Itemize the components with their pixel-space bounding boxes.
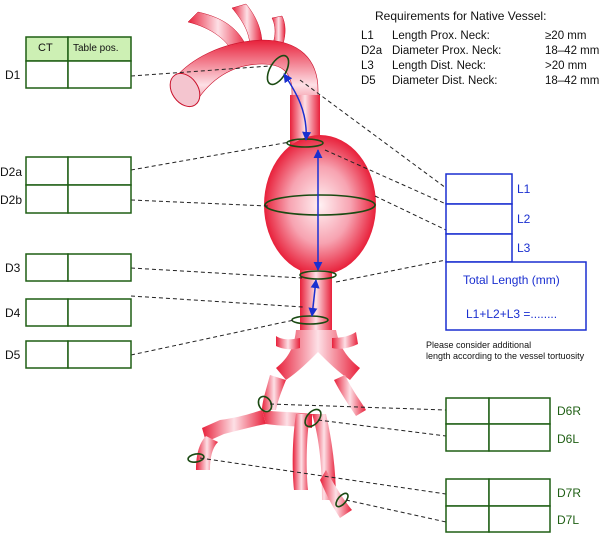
req-label-l3: Length Dist. Neck: bbox=[392, 60, 486, 72]
req-code-l3: L3 bbox=[361, 60, 374, 72]
iliac-label-d7l: D7L bbox=[557, 513, 580, 527]
d1-pos-cell bbox=[67, 60, 132, 89]
tortuosity-note-line1: Please consider additional bbox=[426, 340, 532, 350]
l2-cell bbox=[445, 203, 513, 235]
tortuosity-note-line2: length according to the vessel tortuosit… bbox=[426, 351, 585, 361]
total-length-box bbox=[445, 261, 587, 331]
d2a-pos-cell bbox=[67, 156, 132, 186]
d6l-pos-cell bbox=[488, 423, 551, 452]
req-code-d5: D5 bbox=[361, 75, 376, 87]
panel-label-l2: L2 bbox=[517, 212, 531, 226]
d6r-ct-cell bbox=[445, 397, 490, 425]
d3-pos-cell bbox=[67, 253, 132, 282]
d2a-ct-cell bbox=[25, 156, 69, 186]
total-length-formula: L1+L2+L3 =........ bbox=[466, 307, 558, 321]
ring-d6l bbox=[304, 408, 322, 428]
d7r-pos-cell bbox=[488, 478, 551, 507]
panel-label-l1: L1 bbox=[517, 182, 531, 196]
req-code-d2a: D2a bbox=[361, 45, 383, 57]
d2b-ct-cell bbox=[25, 184, 69, 214]
row-label-d2b: D2b bbox=[0, 193, 23, 207]
ring-d7l bbox=[335, 492, 349, 508]
d4-pos-cell bbox=[67, 298, 132, 327]
table-pos-header: Table pos. bbox=[73, 43, 119, 54]
d6r-pos-cell bbox=[488, 397, 551, 425]
ring-d6r bbox=[257, 395, 273, 413]
d7l-pos-cell bbox=[488, 505, 551, 533]
row-label-d5: D5 bbox=[5, 348, 21, 362]
req-value-l1: ≥20 mm bbox=[545, 30, 587, 42]
req-code-l1: L1 bbox=[361, 30, 374, 42]
row-label-d3: D3 bbox=[5, 261, 21, 275]
row-label-d4: D4 bbox=[5, 306, 21, 320]
d5-pos-cell bbox=[67, 340, 132, 369]
d5-ct-cell bbox=[25, 340, 69, 369]
total-length-title: Total Length (mm) bbox=[463, 273, 560, 287]
l3-cell bbox=[445, 233, 513, 263]
leader-lines bbox=[130, 65, 447, 523]
d3-ct-cell bbox=[25, 253, 69, 282]
d4-ct-cell bbox=[25, 298, 69, 327]
d6l-ct-cell bbox=[445, 423, 490, 452]
ct-header-cell bbox=[25, 36, 69, 62]
iliac-label-d7r: D7R bbox=[557, 486, 582, 500]
iliac-label-d6r: D6R bbox=[557, 404, 582, 418]
requirements-title: Requirements for Native Vessel: bbox=[375, 9, 547, 23]
measurement-rings bbox=[187, 54, 376, 508]
panel-label-l3: L3 bbox=[517, 241, 531, 255]
req-value-l3: >20 mm bbox=[545, 60, 587, 72]
row-label-d2a: D2a bbox=[0, 165, 23, 179]
l1-cell bbox=[445, 173, 513, 205]
table-pos-header-cell bbox=[67, 36, 132, 62]
left-measurement-table bbox=[25, 36, 132, 369]
req-value-d2a: 18–42 mm bbox=[545, 45, 600, 57]
iliac-label-d6l: D6L bbox=[557, 432, 580, 446]
req-label-d2a: Diameter Prox. Neck: bbox=[392, 45, 502, 57]
iliac-tables bbox=[445, 397, 551, 533]
d7l-ct-cell bbox=[445, 505, 490, 533]
req-value-d5: 18–42 mm bbox=[545, 75, 600, 87]
ct-header: CT bbox=[38, 42, 53, 54]
aorta-illustration bbox=[169, 3, 376, 518]
req-label-d5: Diameter Dist. Neck: bbox=[392, 75, 498, 87]
req-label-l1: Length Prox. Neck: bbox=[392, 30, 490, 42]
length-arrows bbox=[283, 73, 323, 317]
length-panel bbox=[445, 173, 587, 331]
ring-d7r bbox=[187, 453, 205, 463]
d2b-pos-cell bbox=[67, 184, 132, 214]
row-label-d1: D1 bbox=[5, 68, 21, 82]
d7r-ct-cell bbox=[445, 478, 490, 507]
ring-d3 bbox=[299, 270, 337, 280]
d1-ct-cell bbox=[25, 60, 69, 89]
